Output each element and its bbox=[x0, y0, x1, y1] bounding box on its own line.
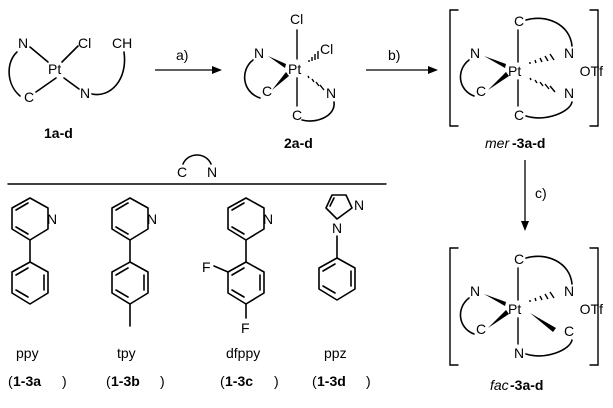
label-fac-prefix: fac bbox=[490, 377, 509, 393]
atom-c: C bbox=[476, 321, 486, 337]
ligand-id: 1-3d bbox=[317, 373, 346, 389]
atom-n: N bbox=[470, 45, 480, 61]
atom-n: N bbox=[147, 211, 157, 227]
counterion: OTf bbox=[580, 301, 603, 317]
ligand-id: 1-3c bbox=[225, 373, 253, 389]
compound-2: Cl Cl N Pt C N C bbox=[243, 11, 336, 123]
label-fac-suffix: -3a-d bbox=[510, 377, 543, 393]
arrow-c: c) bbox=[521, 160, 547, 231]
ligand-name: ppy bbox=[16, 345, 39, 361]
arrow-a: a) bbox=[155, 47, 222, 74]
ligand-id: 1-3a bbox=[13, 373, 41, 389]
atom-n: N bbox=[326, 85, 336, 101]
atom-ch: CH bbox=[112, 35, 132, 51]
arrow-b: b) bbox=[366, 47, 438, 74]
compound-1: N Cl Pt C N CH bbox=[8, 35, 132, 105]
ligand-id-open: ( bbox=[312, 373, 317, 389]
atom-n: N bbox=[18, 35, 28, 51]
atom-cl: Cl bbox=[78, 35, 91, 51]
atom-c: C bbox=[292, 107, 302, 123]
step-label-b: b) bbox=[388, 47, 400, 63]
ligand-id-open: ( bbox=[220, 373, 225, 389]
atom-c: C bbox=[476, 83, 486, 99]
header-atom-c: C bbox=[177, 164, 187, 180]
ligand-dfppy: N F F bbox=[202, 197, 273, 336]
atom-f: F bbox=[202, 259, 211, 275]
ligand-labels: ppy ( 1-3a ) tpy ( 1-3b ) dfppy ( 1-3c )… bbox=[8, 345, 371, 389]
atom-pt: Pt bbox=[508, 301, 521, 317]
atom-pt: Pt bbox=[508, 63, 521, 79]
label-compound-1: 1a-d bbox=[44, 125, 73, 141]
atom-c: C bbox=[514, 251, 524, 267]
atom-c: C bbox=[564, 323, 574, 339]
ligand-id-close: ) bbox=[160, 373, 165, 389]
atom-c: C bbox=[514, 13, 524, 29]
ligand-id-open: ( bbox=[106, 373, 111, 389]
atom-n: N bbox=[332, 220, 342, 236]
atom-pt: Pt bbox=[288, 61, 301, 77]
atom-n: N bbox=[514, 345, 524, 361]
ligand-id-close: ) bbox=[274, 373, 279, 389]
atom-n: N bbox=[564, 45, 574, 61]
ligand-name: dfppy bbox=[226, 345, 260, 361]
ligand-ppz: N N bbox=[318, 194, 364, 301]
atom-c: C bbox=[262, 83, 272, 99]
ligand-name: ppz bbox=[324, 345, 347, 361]
ligand-id-close: ) bbox=[62, 373, 67, 389]
atom-n: N bbox=[263, 211, 273, 227]
ligand-id: 1-3b bbox=[111, 373, 140, 389]
label-mer-prefix: mer bbox=[485, 135, 510, 151]
atom-pt: Pt bbox=[48, 61, 61, 77]
atom-c: C bbox=[24, 89, 34, 105]
atom-n: N bbox=[564, 85, 574, 101]
counterion: OTf bbox=[580, 63, 603, 79]
step-label-a: a) bbox=[176, 47, 188, 63]
ligand-id-close: ) bbox=[366, 373, 371, 389]
atom-f: F bbox=[241, 320, 250, 336]
atom-n: N bbox=[254, 45, 264, 61]
header-atom-n: N bbox=[207, 164, 217, 180]
step-label-c: c) bbox=[535, 185, 547, 201]
ligand-name: tpy bbox=[117, 345, 136, 361]
ligand-tpy: N bbox=[111, 197, 157, 327]
atom-c: C bbox=[514, 107, 524, 123]
ligand-ppy: N bbox=[11, 197, 57, 305]
atom-n: N bbox=[80, 85, 90, 101]
atom-n: N bbox=[564, 283, 574, 299]
label-mer-suffix: -3a-d bbox=[512, 135, 545, 151]
atom-n: N bbox=[470, 283, 480, 299]
ligand-header: C N bbox=[7, 154, 387, 185]
atom-n: N bbox=[47, 211, 57, 227]
compound-mer-3: C N N Pt C N C OTf mer -3a-d bbox=[449, 9, 603, 151]
compound-fac-3: C N N Pt C C N OTf fac -3a-d bbox=[449, 247, 603, 393]
label-compound-2: 2a-d bbox=[284, 135, 313, 151]
ligand-id-open: ( bbox=[8, 373, 13, 389]
atom-n: N bbox=[354, 197, 364, 213]
atom-cl: Cl bbox=[290, 11, 303, 27]
atom-cl: Cl bbox=[320, 41, 333, 57]
